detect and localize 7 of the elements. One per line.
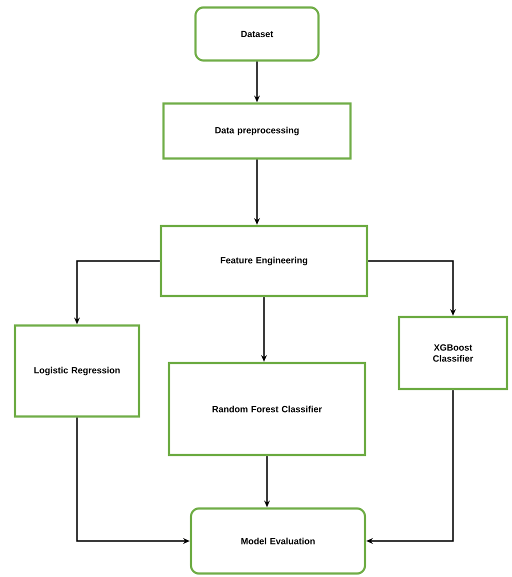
process-box: XGBoost Classifier xyxy=(398,316,508,390)
end-box: Model Evaluation xyxy=(190,507,366,575)
process-box: Data preprocessing xyxy=(162,102,352,160)
process-box: Random Forest Classifier xyxy=(168,362,366,456)
process-box: Feature Engineering xyxy=(160,224,368,298)
process-box: Logistic Regression xyxy=(14,324,140,418)
start-box: Dataset xyxy=(194,6,320,62)
